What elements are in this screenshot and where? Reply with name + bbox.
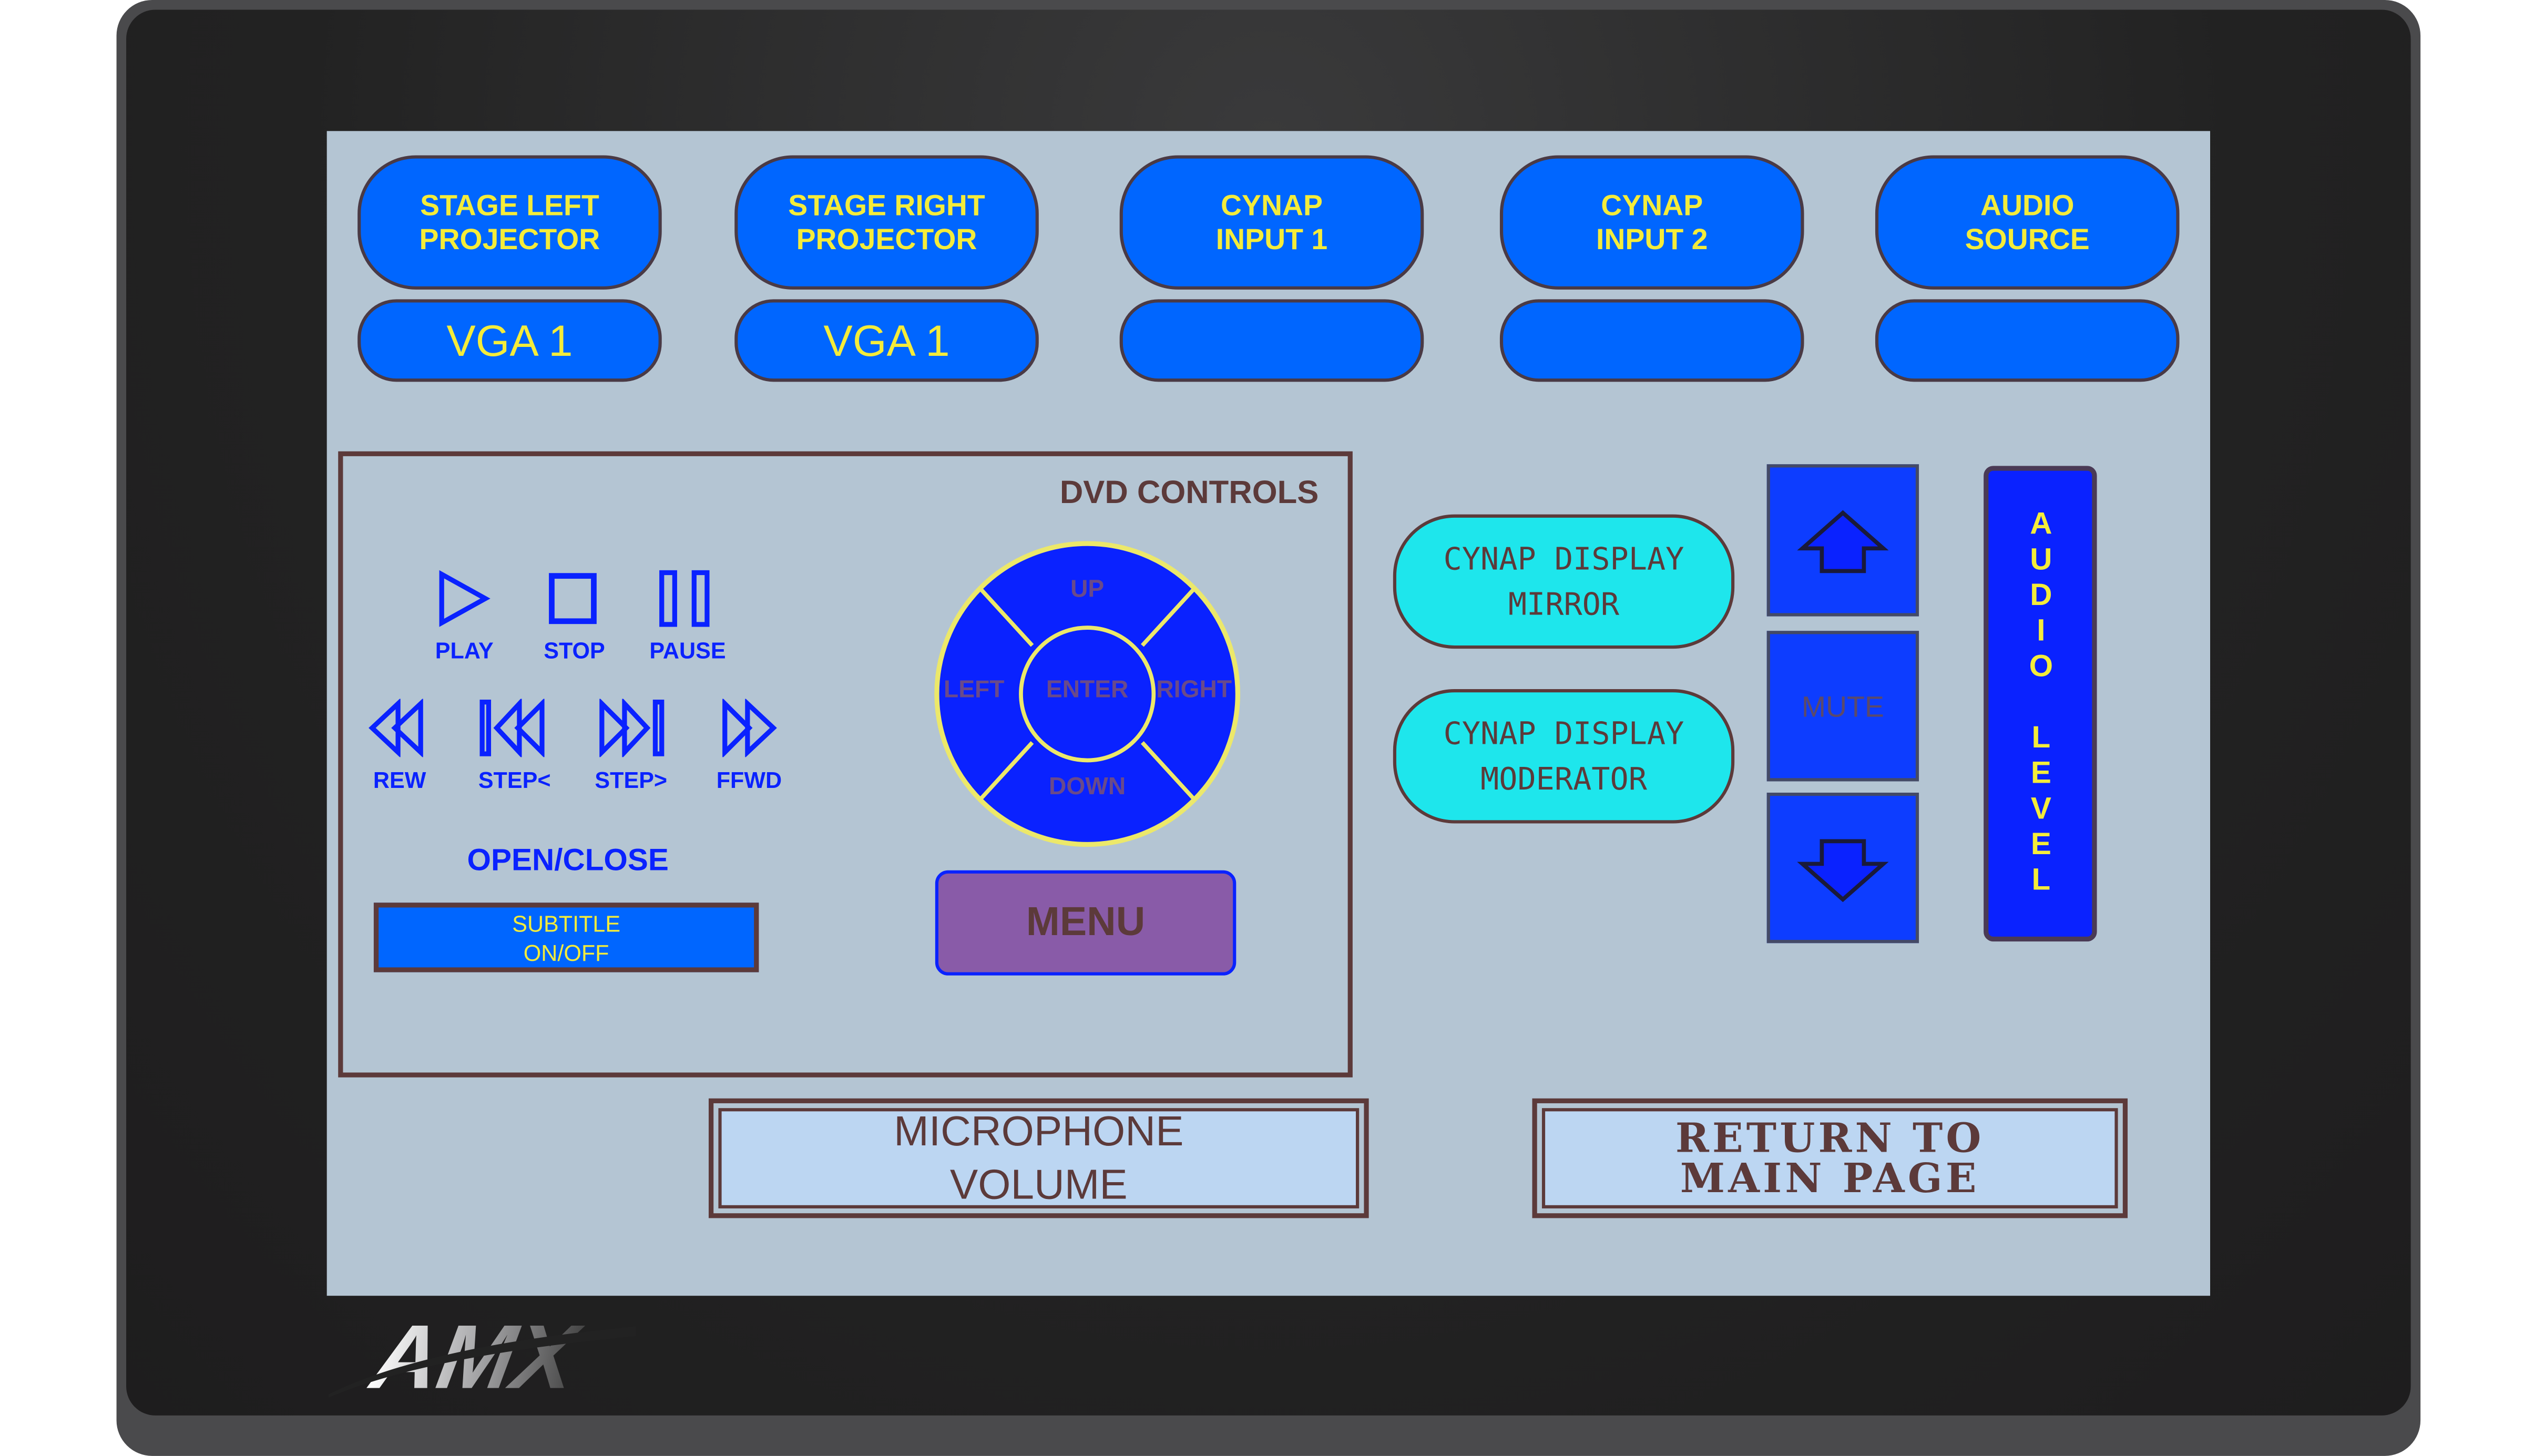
play-icon [439,570,491,627]
button-label: VOLUME [949,1160,1128,1208]
subtitle-label: ON/OFF [523,939,609,965]
microphone-volume-button[interactable]: MICROPHONE VOLUME [708,1098,1369,1218]
open-close-button[interactable]: OPEN/CLOSE [467,844,669,879]
button-label: CYNAP DISPLAY [1443,715,1684,752]
button-label: MAIN PAGE [1680,1155,1980,1202]
pause-icon [659,570,710,627]
stop-button[interactable]: STOP [518,569,631,663]
button-label: MIRROR [1508,586,1620,622]
audio-level-bar[interactable]: AUDIO LEVEL [1984,466,2097,942]
play-label: PLAY [435,637,494,663]
stage-left-input-display[interactable]: VGA 1 [357,299,662,382]
step-back-button[interactable]: STEP< [458,699,571,793]
audio-source-display[interactable] [1875,299,2180,382]
button-label: PROJECTOR [419,222,600,255]
button-label: AUDIO [1980,188,2075,221]
rew-label: REW [373,766,426,793]
audio-level-label: AUDIO LEVEL [2024,508,2058,900]
dpad-enter-label: ENTER [1046,676,1129,704]
rewind-button[interactable]: REW [343,699,456,793]
button-label: MODERATOR [1480,761,1647,797]
cynap-input-2-display[interactable] [1499,299,1804,382]
arrow-down-icon [1797,839,1889,903]
dpad-left-button[interactable]: LEFT [944,676,1005,704]
pause-button[interactable]: PAUSE [631,569,744,663]
amx-logo: AMX [328,1314,636,1398]
dpad-right-button[interactable]: RIGHT [1156,676,1232,704]
step-forward-button[interactable]: STEP> [575,699,688,793]
menu-button[interactable]: MENU [935,870,1237,976]
rewind-icon [369,699,423,757]
play-button[interactable]: PLAY [408,569,521,663]
button-label: CYNAP [1221,188,1323,221]
arrow-up-icon [1797,510,1889,573]
stop-icon [549,573,597,624]
step-back-label: STEP< [478,766,551,793]
button-label: STAGE LEFT [420,188,599,221]
button-label: INPUT 2 [1596,222,1708,255]
cynap-input-1-display[interactable] [1119,299,1424,382]
mute-button[interactable]: MUTE [1766,631,1919,782]
cynap-display-moderator-button[interactable]: CYNAP DISPLAY MODERATOR [1393,689,1735,824]
subtitle-toggle-button[interactable]: SUBTITLE ON/OFF [373,903,759,972]
button-label: INPUT 1 [1215,222,1328,255]
fast-forward-icon [722,699,777,757]
navigation-dpad[interactable] [932,537,1243,851]
pause-label: PAUSE [649,637,726,663]
button-label: SOURCE [1965,222,2090,255]
step-forward-label: STEP> [595,766,668,793]
dpad-up-button[interactable]: UP [1070,576,1105,603]
dvd-controls-panel: DVD CONTROLS PLAY STOP PAUSE REW STEP< S… [338,451,1353,1078]
cynap-display-mirror-button[interactable]: CYNAP DISPLAY MIRROR [1393,514,1735,649]
step-back-icon [479,699,545,757]
fast-forward-button[interactable]: FFWD [692,699,805,793]
button-label: STAGE RIGHT [788,188,985,221]
button-label: PROJECTOR [796,222,977,255]
ffwd-label: FFWD [716,766,782,793]
button-label: MICROPHONE [894,1106,1184,1155]
volume-down-button[interactable] [1766,793,1919,944]
subtitle-label: SUBTITLE [512,910,621,936]
dpad-down-button[interactable]: DOWN [1049,773,1126,801]
stop-label: STOP [544,637,605,663]
step-forward-icon [599,699,665,757]
button-label: CYNAP DISPLAY [1443,541,1684,577]
enter-button[interactable] [1019,626,1156,763]
button-label: RETURN TO [1675,1114,1985,1162]
button-label: CYNAP [1601,188,1703,221]
dvd-controls-title: DVD CONTROLS [1059,475,1319,511]
stage-right-input-display[interactable]: VGA 1 [734,299,1039,382]
volume-up-button[interactable] [1766,464,1919,617]
